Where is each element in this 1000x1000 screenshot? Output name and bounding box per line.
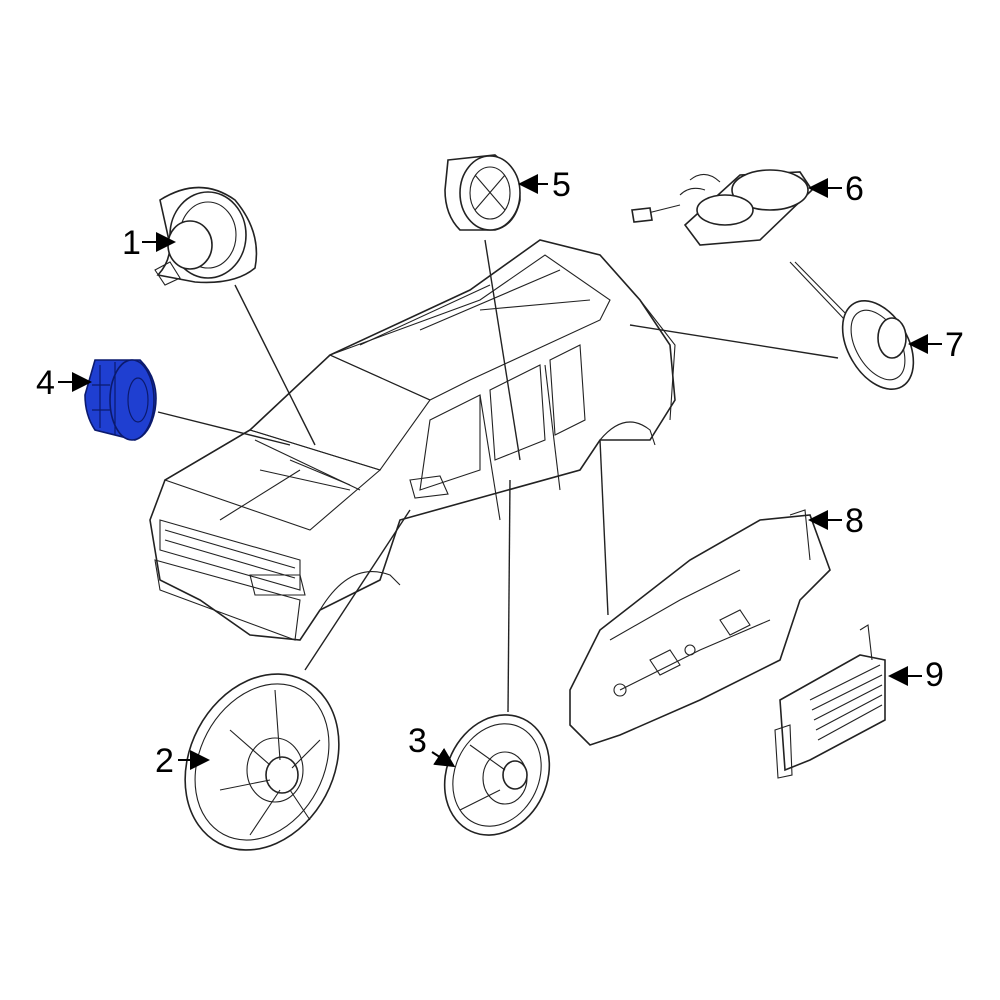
- part-9-module: [774, 624, 886, 779]
- callout-4: 4: [36, 364, 92, 402]
- callout-4-number: 4: [36, 364, 55, 402]
- callout-3-number: 3: [408, 722, 427, 760]
- vehicle-illustration: [149, 239, 676, 641]
- callout-7-number: 7: [945, 326, 964, 364]
- part-6-speaker: [631, 169, 814, 246]
- callout-2: 2: [155, 742, 210, 780]
- callout-2-number: 2: [155, 742, 174, 780]
- part-2-speaker: [184, 673, 340, 851]
- callout-8: 8: [808, 502, 864, 540]
- part-8-bracket: [569, 509, 831, 746]
- callout-5-number: 5: [552, 166, 571, 204]
- callout-5: 5: [518, 166, 571, 204]
- callout-1-number: 1: [122, 224, 141, 262]
- leader-lines: [157, 239, 839, 713]
- callout-3: 3: [408, 722, 456, 768]
- callout-6-number: 6: [845, 170, 864, 208]
- callout-6: 6: [808, 170, 864, 208]
- part-3-speaker: [443, 714, 551, 836]
- callout-9-number: 9: [925, 656, 944, 694]
- part-4-speaker-highlighted: [84, 359, 157, 441]
- part-7-speaker: [789, 261, 915, 390]
- callout-8-number: 8: [845, 502, 864, 540]
- part-5-speaker: [444, 154, 521, 231]
- callout-9: 9: [888, 656, 944, 694]
- part-1-speaker: [154, 186, 258, 286]
- callout-7: 7: [908, 326, 964, 364]
- callout-1: 1: [122, 224, 176, 262]
